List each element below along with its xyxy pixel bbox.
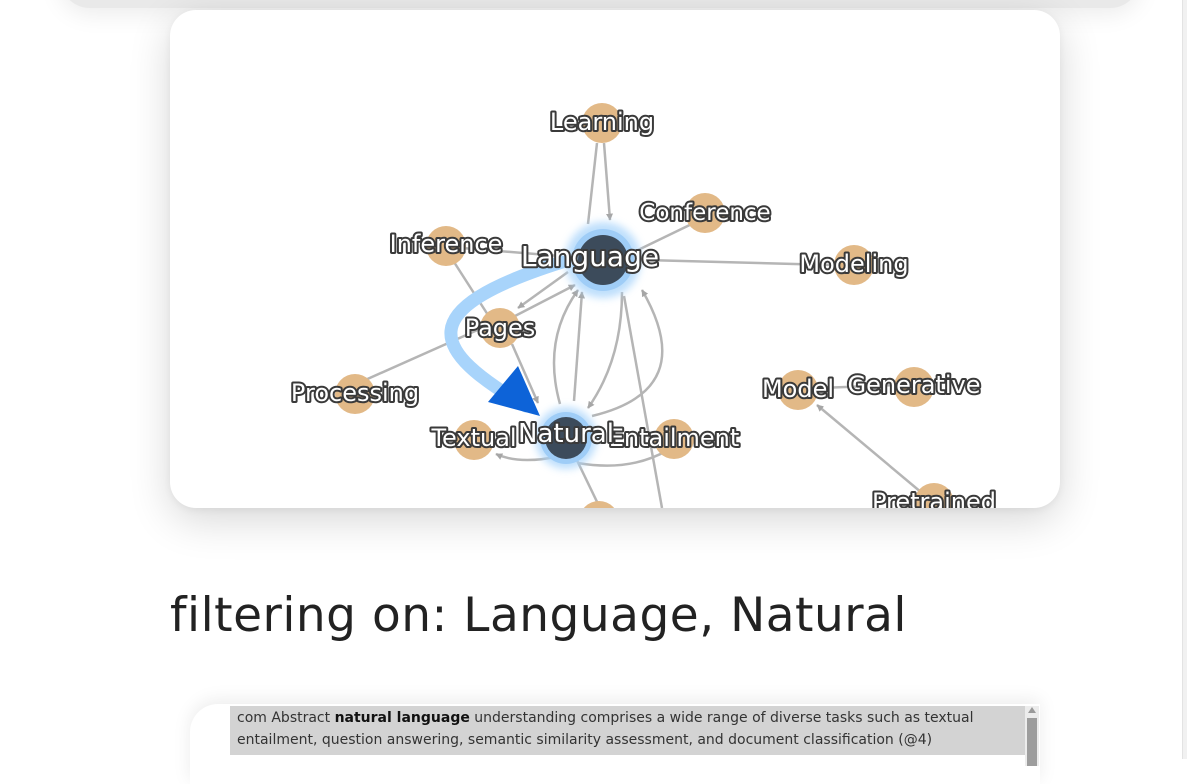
node-label-conference: Conference [639, 200, 770, 226]
node-label-natural: Natural [518, 419, 614, 449]
node-model[interactable]: Model [760, 370, 836, 410]
edge-pages-natural [510, 343, 540, 404]
edge-model-generative [819, 383, 899, 390]
node-label-model: Model [762, 375, 834, 403]
edge-entailment-natural [577, 448, 669, 467]
edge-natural-language-d [591, 289, 664, 418]
highlighted-edge[interactable] [444, 255, 569, 416]
edge-language-learning [586, 142, 599, 225]
edge-pages-language [514, 283, 576, 318]
node-pages[interactable]: Pages [463, 308, 537, 348]
node-processing[interactable]: Processing [289, 374, 421, 414]
node-label-textual: Textual [430, 424, 516, 452]
edge-language-modeling [644, 258, 833, 267]
edge-processing-pages [353, 326, 483, 387]
node-language[interactable]: Language [519, 235, 661, 285]
graph-nodes: Learning Conference Inference Modeling P… [289, 103, 998, 508]
node-label-generative: Generative [848, 371, 981, 399]
graph-edges [353, 142, 929, 508]
node-label-inference: Inference [390, 230, 503, 258]
edge-language-natural-c [586, 291, 624, 409]
node-label-learning: Learning [550, 108, 654, 136]
node-textual[interactable]: Textual [428, 420, 519, 460]
edge-natural-language-a [572, 291, 586, 402]
node-label-pretrained: Pretrained [872, 488, 996, 508]
node-entailment[interactable]: Entailment [607, 419, 741, 459]
node-label-processing: Processing [291, 379, 419, 407]
edge-language-down [622, 295, 664, 508]
node-pretrained[interactable]: Pretrained [870, 483, 998, 508]
node-modeling[interactable]: Modeling [797, 245, 911, 285]
edge-pretrained-model [816, 404, 929, 499]
edge-language-pages [517, 270, 569, 310]
node-label-language: Language [521, 240, 659, 273]
node-bottom-partial[interactable] [579, 501, 619, 508]
graph-card[interactable]: Learning Conference Inference Modeling P… [170, 10, 1060, 508]
node-generative[interactable]: Generative [846, 367, 982, 407]
previous-card-edge [60, 0, 1140, 8]
snippet-text-before: com Abstract [237, 710, 335, 726]
node-natural[interactable]: Natural [516, 417, 616, 459]
filter-heading: filtering on: Language, Natural [170, 588, 907, 643]
edge-inference-language [449, 245, 561, 258]
node-label-modeling: Modeling [799, 250, 908, 278]
result-snippet[interactable]: com Abstract natural language understand… [230, 706, 1032, 755]
page-scrollbar-track[interactable] [1182, 0, 1187, 759]
snippet-highlight: natural language [334, 710, 470, 726]
edge-natural-language-b [552, 289, 580, 405]
highlighted-edge-arrowhead [488, 366, 540, 416]
snippet-text-after: understanding comprises a wide range of … [237, 710, 974, 748]
network-graph[interactable]: Learning Conference Inference Modeling P… [170, 10, 1060, 508]
scroll-up-arrow-icon[interactable] [1028, 707, 1036, 713]
node-label-entailment: Entailment [609, 424, 740, 452]
node-label-pages: Pages [465, 314, 536, 342]
edge-learning-language [602, 142, 613, 221]
results-scrollbar[interactable] [1025, 706, 1039, 766]
edge-inference-pages [452, 261, 490, 316]
node-learning[interactable]: Learning [548, 103, 656, 143]
node-conference[interactable]: Conference [637, 193, 773, 233]
scrollbar-thumb[interactable] [1027, 718, 1037, 766]
node-inference[interactable]: Inference [388, 226, 504, 266]
